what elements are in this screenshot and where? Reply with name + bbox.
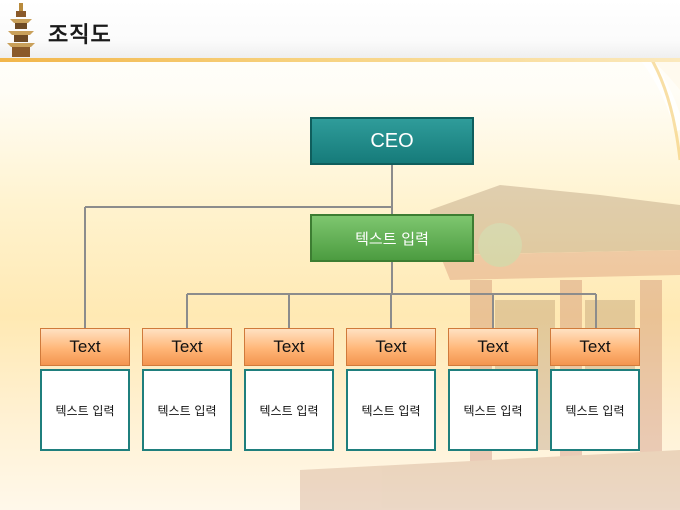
child-header-label: Text [579, 337, 611, 356]
child-header-6: Text [550, 328, 640, 366]
child-body-5: 텍스트 입력 [448, 369, 538, 451]
child-header-label: Text [375, 337, 407, 356]
child-header-label: Text [273, 337, 305, 356]
child-body-label: 텍스트 입력 [55, 403, 115, 418]
child-body-6: 텍스트 입력 [550, 369, 640, 451]
child-header-4: Text [346, 328, 436, 366]
child-body-label: 텍스트 입력 [361, 403, 421, 418]
child-body-2: 텍스트 입력 [142, 369, 232, 451]
child-body-label: 텍스트 입력 [259, 403, 319, 418]
org-mid-label: 텍스트 입력 [355, 229, 429, 248]
child-body-label: 텍스트 입력 [565, 403, 625, 418]
header-divider [0, 58, 680, 62]
child-body-3: 텍스트 입력 [244, 369, 334, 451]
child-header-5: Text [448, 328, 538, 366]
slide-header: 조직도 [0, 0, 680, 62]
pagoda-icon [7, 3, 35, 57]
child-body-label: 텍스트 입력 [463, 403, 523, 418]
child-body-label: 텍스트 입력 [157, 403, 217, 418]
child-header-label: Text [477, 337, 509, 356]
org-root-node: CEO [310, 117, 474, 165]
child-body-4: 텍스트 입력 [346, 369, 436, 451]
child-header-1: Text [40, 328, 130, 366]
org-mid-node: 텍스트 입력 [310, 214, 474, 262]
child-header-3: Text [244, 328, 334, 366]
org-root-label: CEO [370, 129, 414, 152]
page-title: 조직도 [48, 23, 112, 48]
child-header-label: Text [69, 337, 101, 356]
header-band [0, 0, 680, 58]
child-header-2: Text [142, 328, 232, 366]
child-body-1: 텍스트 입력 [40, 369, 130, 451]
child-header-label: Text [171, 337, 203, 356]
